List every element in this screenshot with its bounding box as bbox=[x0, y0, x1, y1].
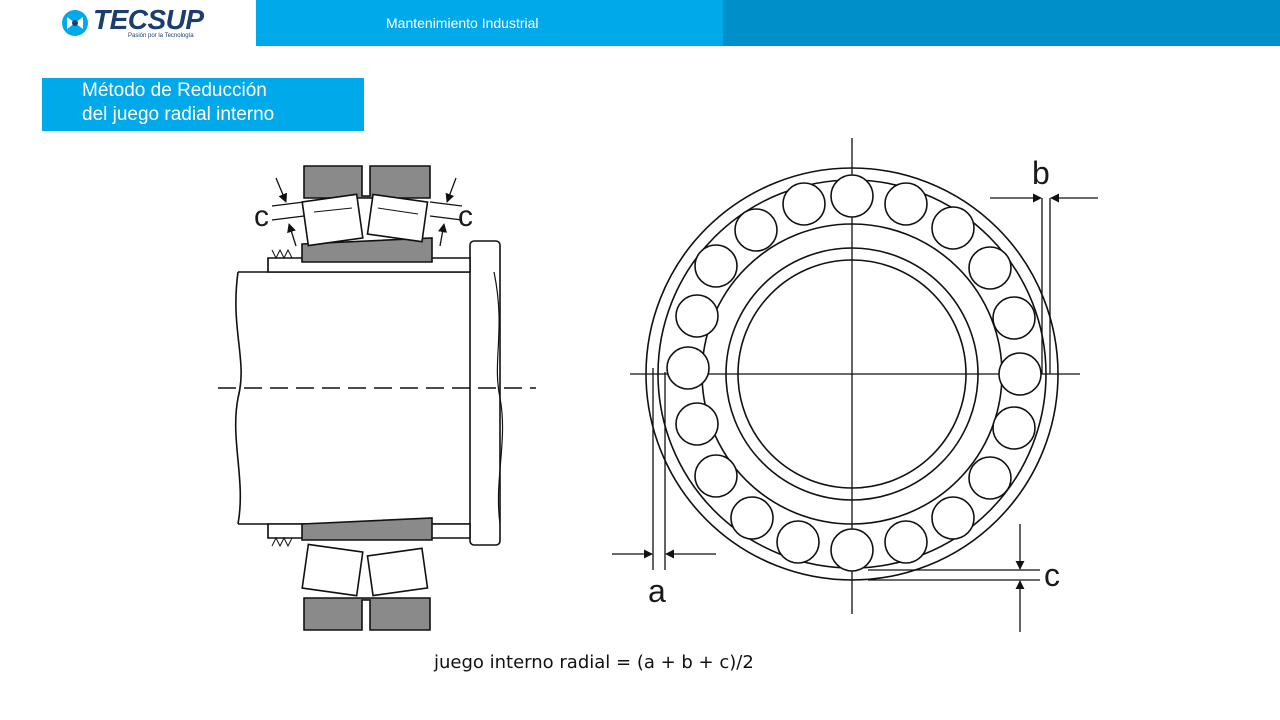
slide-title-line-2: del juego radial interno bbox=[82, 104, 275, 125]
label-c-left: c bbox=[254, 200, 269, 233]
lock-nut bbox=[469, 240, 501, 546]
bearing-front-view bbox=[612, 138, 1098, 632]
outer-ring-bottom bbox=[303, 597, 431, 631]
inner-ring-top bbox=[301, 237, 433, 263]
logo-area: TECSUP Pasión por la Tecnología bbox=[0, 0, 256, 46]
dimension-b bbox=[990, 193, 1098, 374]
shaft-outline bbox=[234, 271, 470, 525]
course-banner: Mantenimiento Industrial bbox=[256, 0, 723, 46]
tecsup-logo-icon bbox=[62, 10, 88, 36]
inner-ring-bottom bbox=[301, 517, 433, 541]
dimension-c bbox=[868, 524, 1040, 632]
rollers-top bbox=[301, 193, 429, 247]
logo-wordmark: TECSUP bbox=[93, 4, 204, 35]
rollers-bottom bbox=[301, 543, 429, 597]
header-accent-bar bbox=[723, 0, 1280, 46]
slide-title-line-1: Método de Reducción bbox=[82, 80, 267, 101]
label-c-front: c bbox=[1044, 557, 1060, 593]
logo-tagline: Pasión por la Tecnología bbox=[128, 33, 194, 39]
label-b: b bbox=[1032, 155, 1050, 191]
outer-ring-top bbox=[303, 165, 431, 199]
dimension-a bbox=[612, 368, 716, 570]
clearance-formula: juego interno radial = (a + b + c)/2 bbox=[434, 652, 754, 673]
label-a: a bbox=[648, 573, 666, 609]
rollers-ring bbox=[666, 174, 1042, 572]
header-bar: TECSUP Pasión por la Tecnología Mantenim… bbox=[0, 0, 1280, 46]
course-name: Mantenimiento Industrial bbox=[386, 15, 539, 31]
slide-title-box: Método de Reducción del juego radial int… bbox=[42, 78, 364, 131]
label-c-right: c bbox=[458, 200, 473, 233]
bearing-section-view bbox=[218, 165, 536, 631]
clearance-arrows-section bbox=[271, 177, 463, 247]
